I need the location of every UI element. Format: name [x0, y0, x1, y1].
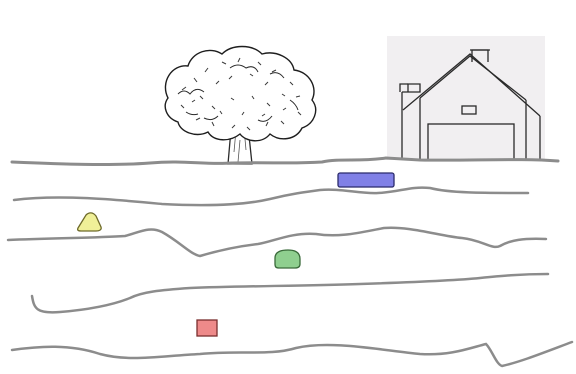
tree-icon — [165, 47, 315, 165]
yellow-marker — [78, 213, 102, 231]
layer-2 — [8, 228, 546, 256]
layer-3 — [32, 274, 548, 312]
green-marker — [275, 250, 300, 268]
ground-surface — [12, 158, 558, 165]
layer-4 — [12, 342, 572, 366]
red-marker — [197, 320, 217, 336]
layer-1 — [14, 188, 528, 206]
house-panel — [387, 36, 545, 160]
blue-marker — [338, 173, 394, 187]
